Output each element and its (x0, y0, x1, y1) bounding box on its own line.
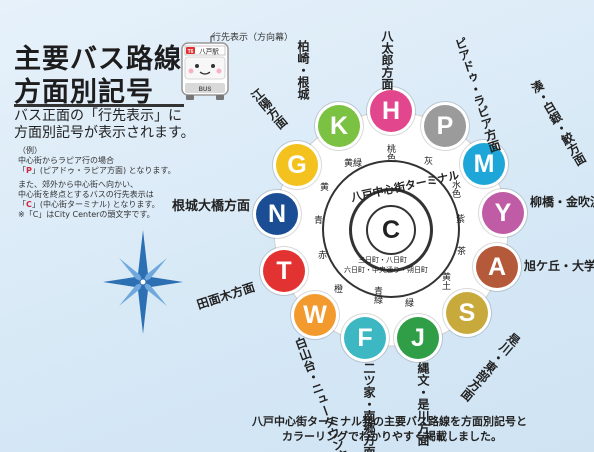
example-code: P (26, 166, 32, 175)
color-name-a: 茶 (457, 247, 467, 257)
route-badge-t[interactable]: T (263, 250, 305, 292)
description: バス正面の「行先表示」に 方面別記号が表示されます。 (14, 108, 195, 142)
page-title-line2: 方面別記号 (14, 77, 154, 108)
route-badge-f[interactable]: F (344, 317, 386, 359)
center-sub-line2: 六日町・中央通り・朔日町 (344, 266, 428, 274)
color-name-m: 水色 (450, 180, 460, 198)
route-badge-y[interactable]: Y (482, 192, 524, 234)
note-line3: 「C」(中心街ターミナル) となります。 (18, 200, 160, 209)
destination-y: 柳橋・金吹沢方面 (530, 195, 594, 209)
destination-k: 柏崎・根城 (296, 40, 310, 100)
example-heading: （例） (18, 146, 42, 155)
center-code-badge: C (366, 205, 416, 255)
route-badge-h[interactable]: H (370, 90, 412, 132)
color-name-f: 青緑 (372, 286, 382, 304)
example-line2: 「P」(ピアドゥ・ラピア方面) となります。 (18, 166, 176, 175)
route-badge-n[interactable]: N (256, 193, 298, 235)
title-underline (14, 104, 184, 107)
color-name-j: 緑 (405, 299, 415, 309)
route-badge-g[interactable]: G (276, 144, 318, 186)
center-sub-line1: 三日町・八日町 (358, 256, 407, 264)
bus-sign-text: 八戸駅 (199, 48, 219, 56)
color-name-p: 灰 (424, 157, 434, 167)
description-line1: バス正面の「行先表示」に (14, 108, 182, 124)
page-title-line1: 主要バス路線 (14, 44, 182, 75)
route-badge-s[interactable]: S (446, 292, 488, 334)
color-name-k: 黄緑 (344, 159, 363, 169)
bus-sign-code: T6 (188, 49, 194, 55)
color-name-y: 紫 (456, 215, 466, 225)
compass-rose-icon (103, 230, 183, 334)
color-name-s: 黄土 (440, 272, 450, 290)
note-line2: 中心街を終点とするバスの行先表示は (18, 190, 154, 199)
caption-line1: 八戸中心街ターミナル発の主要バス路線を方面別記号と (252, 415, 527, 428)
example-line1: 中心街からラピア行の場合 (18, 156, 114, 165)
route-badge-j[interactable]: J (397, 317, 439, 359)
bus-icon: T6 八戸駅 BUS (181, 35, 229, 100)
description-line2: 方面別記号が表示されます。 (14, 125, 195, 141)
color-name-t: 赤 (318, 251, 328, 261)
destination-a: 旭ケ丘・大学方面 (524, 259, 594, 273)
color-name-g: 黄 (320, 183, 330, 193)
note-line4: ※「C」はCity Centerの頭文字です。 (18, 210, 155, 219)
route-badge-a[interactable]: A (476, 246, 518, 288)
color-name-w: 橙 (334, 285, 344, 295)
center-terminal: C (349, 188, 433, 272)
color-name-n: 青 (314, 216, 324, 226)
bus-display-label: 行先表示（方向幕） (212, 33, 294, 43)
destination-n: 根城大橋方面 (172, 199, 251, 214)
route-badge-k[interactable]: K (318, 105, 360, 147)
note-code: C (26, 200, 32, 209)
note-line1: また、郊外から中心街へ向かい、 (18, 180, 138, 189)
caption-line2: カラーリングでわかりやすく掲載しました。 (282, 430, 502, 443)
bus-front-text: BUS (199, 87, 212, 93)
route-badge-m[interactable]: M (463, 143, 505, 185)
destination-h: 八太郎方面 (380, 30, 394, 90)
route-badge-p[interactable]: P (424, 105, 466, 147)
color-name-h: 桃色 (385, 144, 395, 162)
route-badge-w[interactable]: W (294, 294, 336, 336)
